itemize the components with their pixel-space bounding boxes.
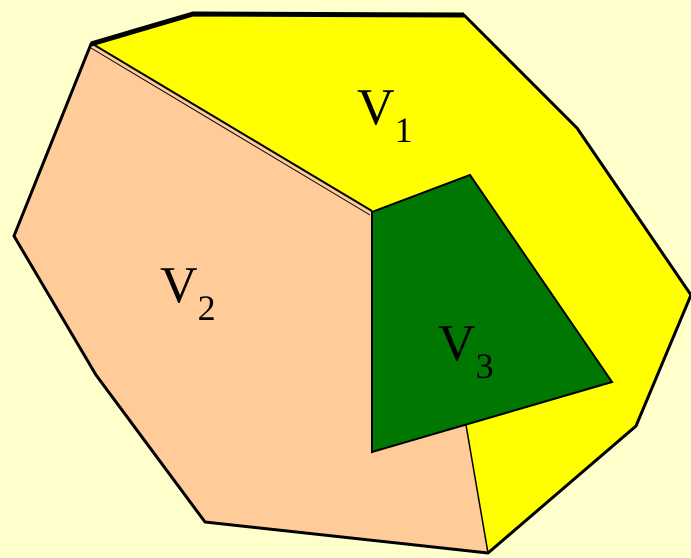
region-label-v2: V2 bbox=[160, 257, 216, 328]
boundary-v1-v2-outer bbox=[90, 42, 373, 212]
region-label-v1: V1 bbox=[357, 79, 413, 150]
region-v2 bbox=[14, 44, 488, 553]
region-v1 bbox=[91, 14, 691, 553]
outer-boundary-top-thick bbox=[90, 11, 465, 47]
boundary-v1-v2-lower bbox=[465, 424, 489, 554]
region-label-v3: V3 bbox=[438, 315, 494, 386]
region-v3 bbox=[371, 173, 614, 454]
boundary-v1-v2-inner bbox=[90, 47, 371, 216]
